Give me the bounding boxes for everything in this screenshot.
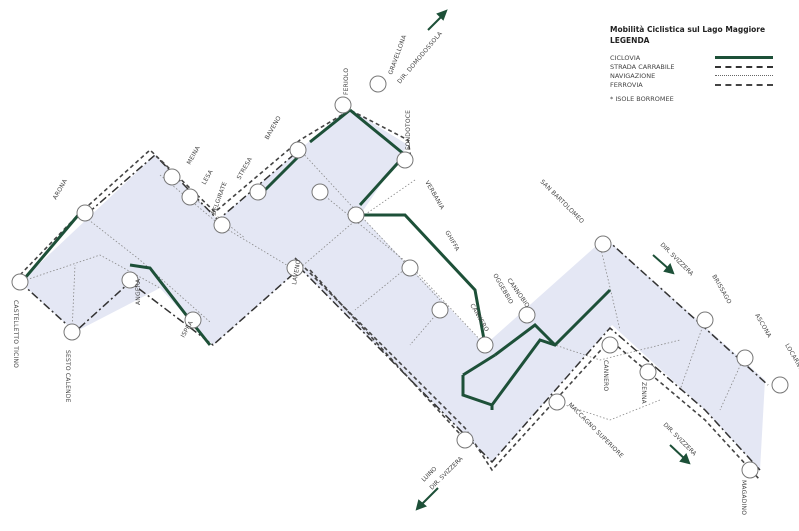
- legend-title: Mobilità Ciclistica sul Lago Maggiore: [610, 25, 766, 34]
- label-meina: MEINA: [186, 144, 203, 166]
- lake-area: [20, 108, 765, 470]
- legend-subtitle: LEGENDA: [610, 36, 650, 45]
- legend-label: NAVIGAZIONE: [610, 71, 656, 80]
- direction-arrows: [415, 9, 691, 511]
- legend-label: CICLOVIA: [610, 53, 641, 62]
- label-laveno: LAVENO: [291, 259, 302, 285]
- legend-sample-ferrovia: [715, 83, 773, 86]
- label-sanbartolomeo: SAN BARTOLOMEO: [539, 178, 586, 225]
- legend-label: STRADA CARRABILE: [610, 62, 675, 71]
- label-baveno: BAVENO: [264, 115, 283, 141]
- label-locarno: LOCARNO: [783, 343, 799, 373]
- label-brissago: BRISSAGO: [710, 274, 732, 306]
- legend: Mobilità Ciclistica sul Lago Maggiore LE…: [610, 24, 795, 103]
- legend-sample-navigazione: [715, 75, 773, 76]
- label-verbania: VERBANIA: [423, 180, 446, 212]
- label-arona: ARONA: [52, 177, 70, 201]
- label-belgirate: BELGIRATE: [210, 181, 228, 216]
- label-magadino: MAGADINO: [740, 480, 747, 515]
- label-stresa: STRESA: [236, 156, 255, 181]
- legend-sample-strada: [715, 65, 773, 68]
- legend-row-strada: STRADA CARRABILE: [610, 62, 795, 71]
- legend-note: * ISOLE BORROMEE: [610, 95, 674, 103]
- stops: [11, 75, 789, 479]
- label-feriolo: FERIOLO: [343, 68, 350, 95]
- label-fondotoce: FONDOTOCE: [405, 110, 412, 150]
- label-angera: ANGERA: [135, 278, 142, 305]
- legend-label: FERROVIA: [610, 80, 643, 89]
- legend-sample-ciclovia: [715, 56, 773, 59]
- label-cannero-e: CANNERO: [602, 360, 609, 391]
- label-castelletto: CASTELLETTO TICINO: [12, 300, 19, 368]
- label-zenna: ZENNA: [640, 382, 647, 405]
- legend-row-ciclovia: CICLOVIA: [610, 53, 795, 62]
- legend-row-navigazione: NAVIGAZIONE: [610, 71, 795, 80]
- label-dir-svizzera-2: DIR. SVIZZERA: [662, 421, 699, 458]
- label-maccagno: MACCAGNO SUPERIORE: [567, 401, 625, 459]
- label-sesto: SESTO CALENDE: [64, 350, 71, 403]
- label-dir-svizzera-1: DIR. SVIZZERA: [659, 241, 696, 278]
- legend-row-ferrovia: FERROVIA: [610, 80, 795, 89]
- label-ghiffa: GHIFFA: [443, 230, 461, 254]
- label-ascona: ASCONA: [753, 313, 773, 340]
- label-lesa: LESA: [201, 168, 215, 186]
